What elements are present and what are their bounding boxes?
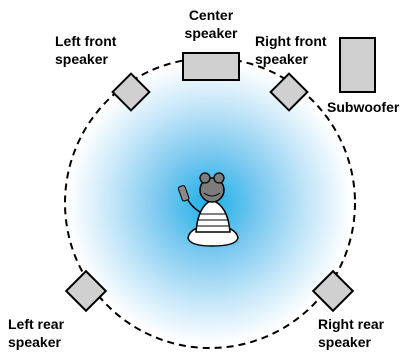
right-rear-speaker-label-line1: Right rear	[318, 316, 385, 332]
right-front-speaker-label-line1: Right front	[255, 33, 327, 49]
center-speaker-label-line1: Center	[189, 7, 234, 23]
subwoofer-label: Subwoofer	[327, 99, 400, 115]
right-front-speaker-icon	[269, 72, 309, 112]
right-rear-speaker-label-line2: speaker	[318, 334, 371, 350]
right-front-speaker-label-line2: speaker	[255, 51, 308, 67]
left-front-speaker-label-line1: Left front	[55, 33, 117, 49]
right-rear-speaker-icon	[311, 269, 355, 313]
left-front-speaker-icon	[111, 72, 151, 112]
left-front-speaker: Left front speaker	[55, 33, 151, 112]
right-front-speaker: Right front speaker	[255, 33, 327, 112]
listening-circle	[64, 57, 356, 349]
left-rear-speaker: Left rear speaker	[8, 269, 108, 350]
left-front-speaker-label-line2: speaker	[55, 51, 108, 67]
center-speaker-icon	[182, 52, 240, 81]
center-speaker: Center speaker	[182, 7, 240, 81]
left-rear-speaker-label-line1: Left rear	[8, 316, 65, 332]
right-rear-speaker: Right rear speaker	[311, 269, 385, 350]
listener-icon	[177, 172, 240, 248]
subwoofer-icon	[339, 37, 376, 93]
subwoofer: Subwoofer	[327, 37, 400, 115]
center-speaker-label-line2: speaker	[185, 25, 238, 41]
left-rear-speaker-label-line2: speaker	[8, 334, 61, 350]
left-rear-speaker-icon	[64, 269, 108, 313]
